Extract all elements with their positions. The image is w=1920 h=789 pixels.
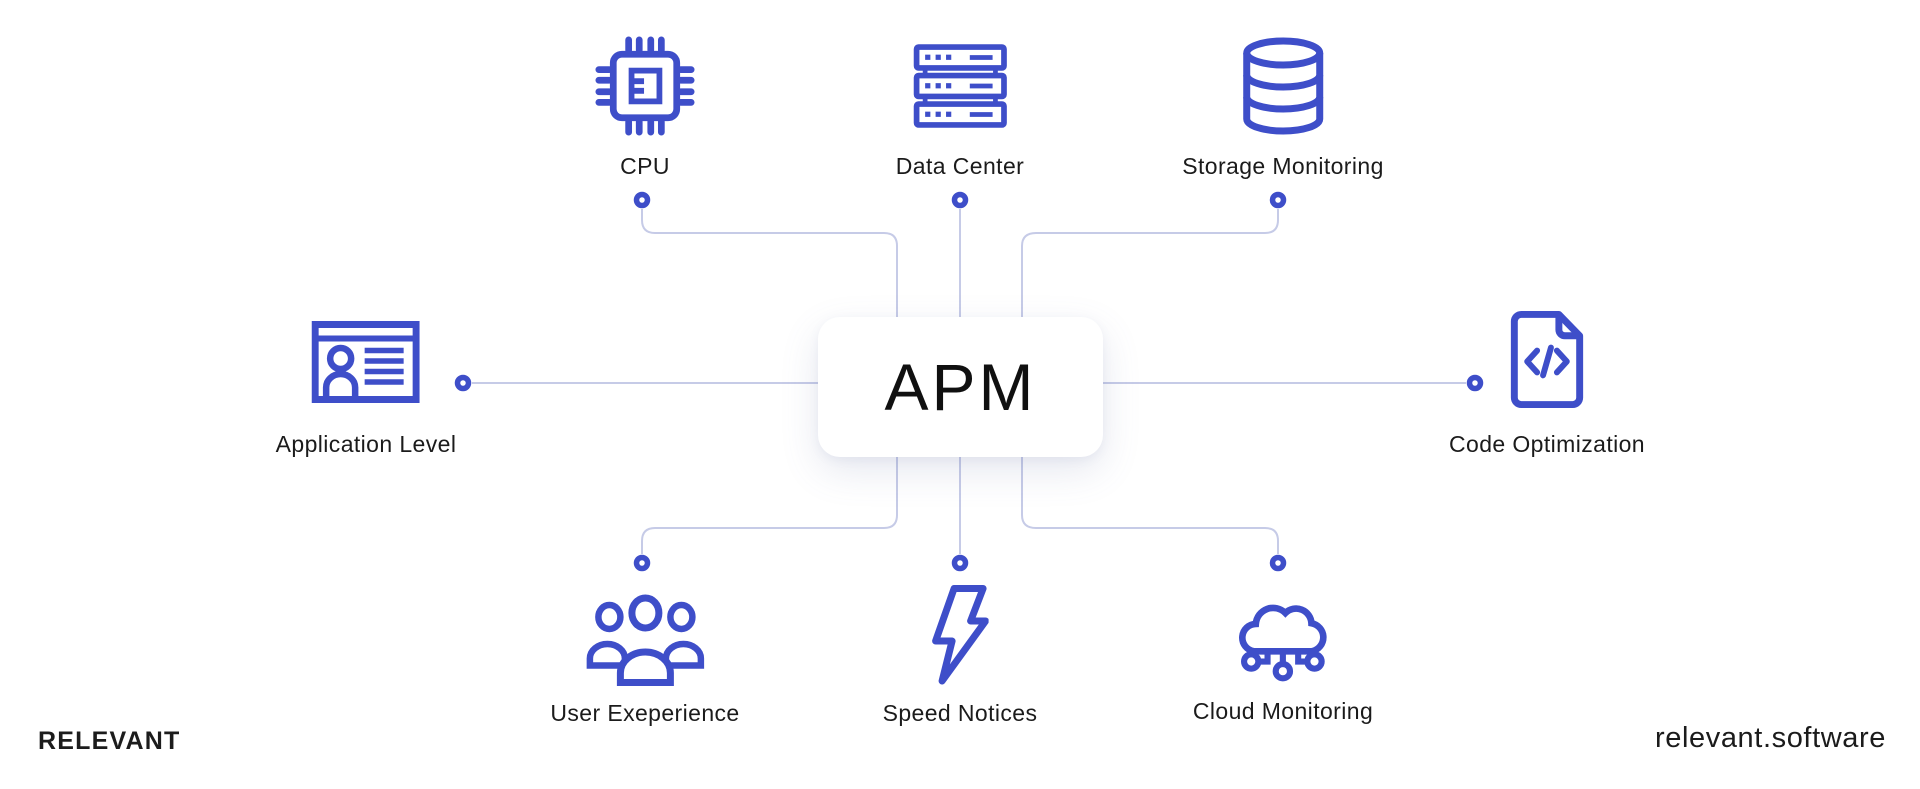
data-center-icon-box [912,33,1007,138]
cloud-monitoring-icon-box [1234,590,1332,684]
node-code-optimization: Code Optimization [1449,311,1645,458]
connector-dot-user-experience [633,554,651,572]
node-label-application-level: Application Level [275,431,457,457]
code-optimization-icon-box [1510,311,1584,408]
connector-cloud-monitoring [1021,457,1279,554]
server-rack-icon [913,43,1007,128]
connector-user-experience [641,457,898,554]
node-label-code-optimization: Code Optimization [1449,431,1645,457]
connector-storage-monitoring [1021,209,1279,317]
application-level-icon-box [311,320,420,404]
lightning-bolt-icon [932,585,989,685]
connector-cpu [641,209,898,317]
connector-dot-data-center [951,191,969,209]
connector-dot-cpu [633,191,651,209]
node-storage-monitoring: Storage Monitoring [1182,33,1384,180]
apm-label: APM [884,350,1037,424]
user-group-icon [586,594,704,686]
node-label-storage-monitoring: Storage Monitoring [1182,153,1384,179]
node-label-cpu: CPU [620,153,670,179]
node-data-center: Data Center [896,33,1024,180]
node-application-level: Application Level [276,320,457,458]
cpu-chip-icon [595,35,695,136]
connector-dot-cloud-monitoring [1269,554,1287,572]
node-cpu: CPU [595,33,695,180]
node-speed-notices: Speed Notices [883,585,1038,727]
node-label-cloud-monitoring: Cloud Monitoring [1192,698,1374,724]
cpu-icon-box [595,33,695,138]
apm-card: APM [818,317,1103,457]
connector-dot-storage-monitoring [1269,191,1287,209]
connector-dot-speed-notices [951,554,969,572]
node-label-speed-notices: Speed Notices [882,700,1038,726]
cloud-network-icon [1239,604,1327,682]
user-experience-icon-box [586,594,704,686]
speed-notices-icon-box [931,585,989,685]
website-url: relevant.software [1654,722,1886,754]
relevant-logo: RELEVANT [38,727,181,755]
database-icon [1242,37,1323,134]
connector-dot-application-level [454,374,472,392]
app-window-icon [311,321,420,403]
node-label-user-experience: User Exeperience [550,700,740,726]
node-user-experience: User Exeperience [550,594,739,727]
storage-icon-box [1239,33,1327,138]
node-cloud-monitoring: Cloud Monitoring [1193,590,1373,725]
code-file-icon [1510,311,1584,408]
node-label-data-center: Data Center [895,153,1025,179]
